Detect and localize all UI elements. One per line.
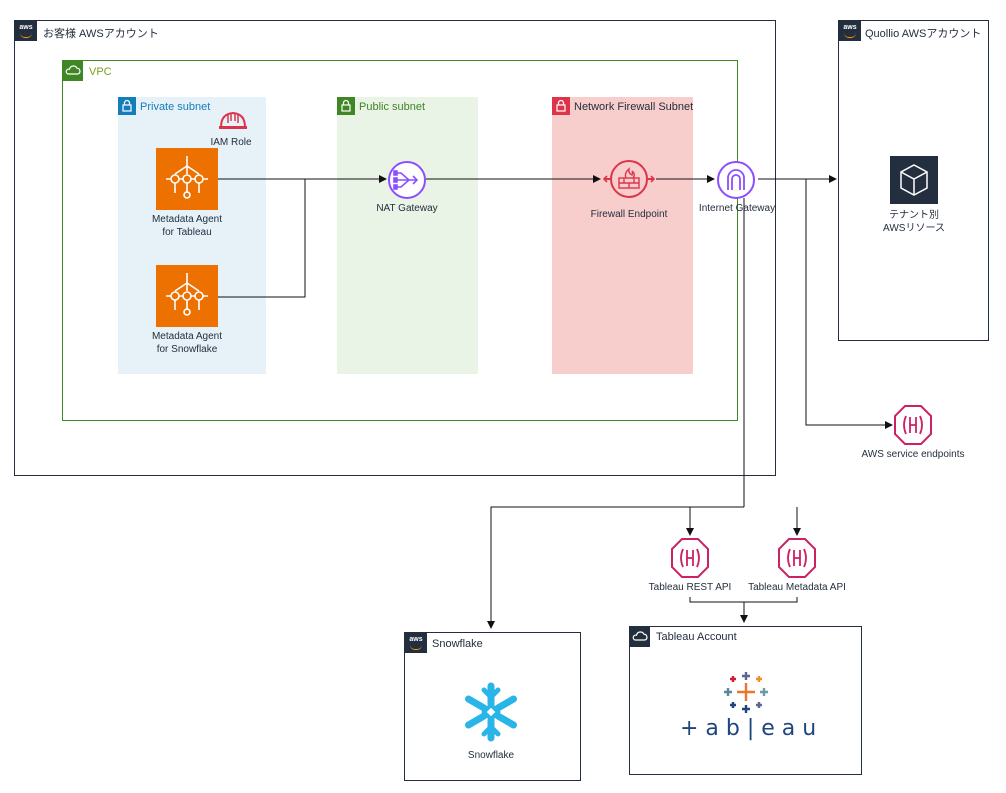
iam-role-label: IAM Role xyxy=(210,137,252,148)
lock-icon xyxy=(552,97,570,115)
private-subnet-title: Private subnet xyxy=(140,101,211,113)
nat-gateway-icon xyxy=(388,161,426,199)
tableau-account-title: Tableau Account xyxy=(656,631,737,643)
api-endpoint-icon xyxy=(671,538,709,578)
tableau-metadata-api-label: Tableau Metadata API xyxy=(748,582,846,593)
vpc-group: VPC xyxy=(62,60,738,421)
tenant-resource-label: テナント別 AWSリソース xyxy=(883,210,945,234)
api-endpoint-icon xyxy=(778,538,816,578)
firewall-subnet-title: Network Firewall Subnet xyxy=(574,101,694,113)
customer-account-title: お客様 AWSアカウント xyxy=(43,28,159,40)
aws-logo-icon: aws xyxy=(839,21,861,41)
tableau-wordmark: + a b | e a u xyxy=(680,716,817,741)
cloud-icon xyxy=(630,627,650,647)
snowflake-logo-label: Snowflake xyxy=(467,750,515,761)
internet-gateway-icon xyxy=(717,161,755,199)
tableau-cross-logo-icon xyxy=(724,672,768,713)
connector-apis-to-tableau xyxy=(689,597,798,603)
connector-to-service-endpoints xyxy=(805,179,893,429)
firewall-endpoint-label: Firewall Endpoint xyxy=(590,209,668,220)
public-subnet-group: Public subnet xyxy=(337,97,478,374)
lock-icon xyxy=(337,97,355,115)
tableau-rest-api-label: Tableau REST API xyxy=(648,582,732,593)
internet-gateway-label: Internet Gateway xyxy=(698,203,776,214)
connector-to-snowflake xyxy=(487,506,744,629)
public-subnet-title: Public subnet xyxy=(359,101,426,113)
vpc-title: VPC xyxy=(89,66,112,78)
aws-logo-icon: aws xyxy=(15,21,37,41)
vpc-cloud-icon xyxy=(63,61,83,81)
nat-gateway-label: NAT Gateway xyxy=(376,203,438,214)
api-endpoint-icon xyxy=(894,405,932,445)
snowflake-logo-icon xyxy=(465,682,517,742)
resource-cube-icon xyxy=(890,156,938,204)
firewall-subnet-group: Network Firewall Subnet xyxy=(552,97,693,374)
snowflake-group-title: Snowflake xyxy=(432,638,483,650)
quollio-account-title: Quollio AWSアカウント xyxy=(865,28,982,40)
aws-service-endpoints-label: AWS service endpoints xyxy=(861,449,965,460)
agent-snowflake-label: Metadata Agent for Snowflake xyxy=(151,331,223,355)
ecs-task-icon xyxy=(156,148,218,210)
private-subnet-group: Private subnet xyxy=(118,97,266,374)
agent-tableau-label: Metadata Agent for Tableau xyxy=(151,214,223,238)
hard-hat-icon xyxy=(219,111,247,129)
ecs-task-icon xyxy=(156,265,218,327)
firewall-endpoint-icon xyxy=(602,160,656,198)
connector-agent-snowflake-to-nat xyxy=(218,179,306,298)
lock-icon xyxy=(118,97,136,115)
aws-logo-icon: aws xyxy=(405,633,427,653)
quollio-aws-account-group: aws Quollio AWSアカウント xyxy=(838,20,989,341)
